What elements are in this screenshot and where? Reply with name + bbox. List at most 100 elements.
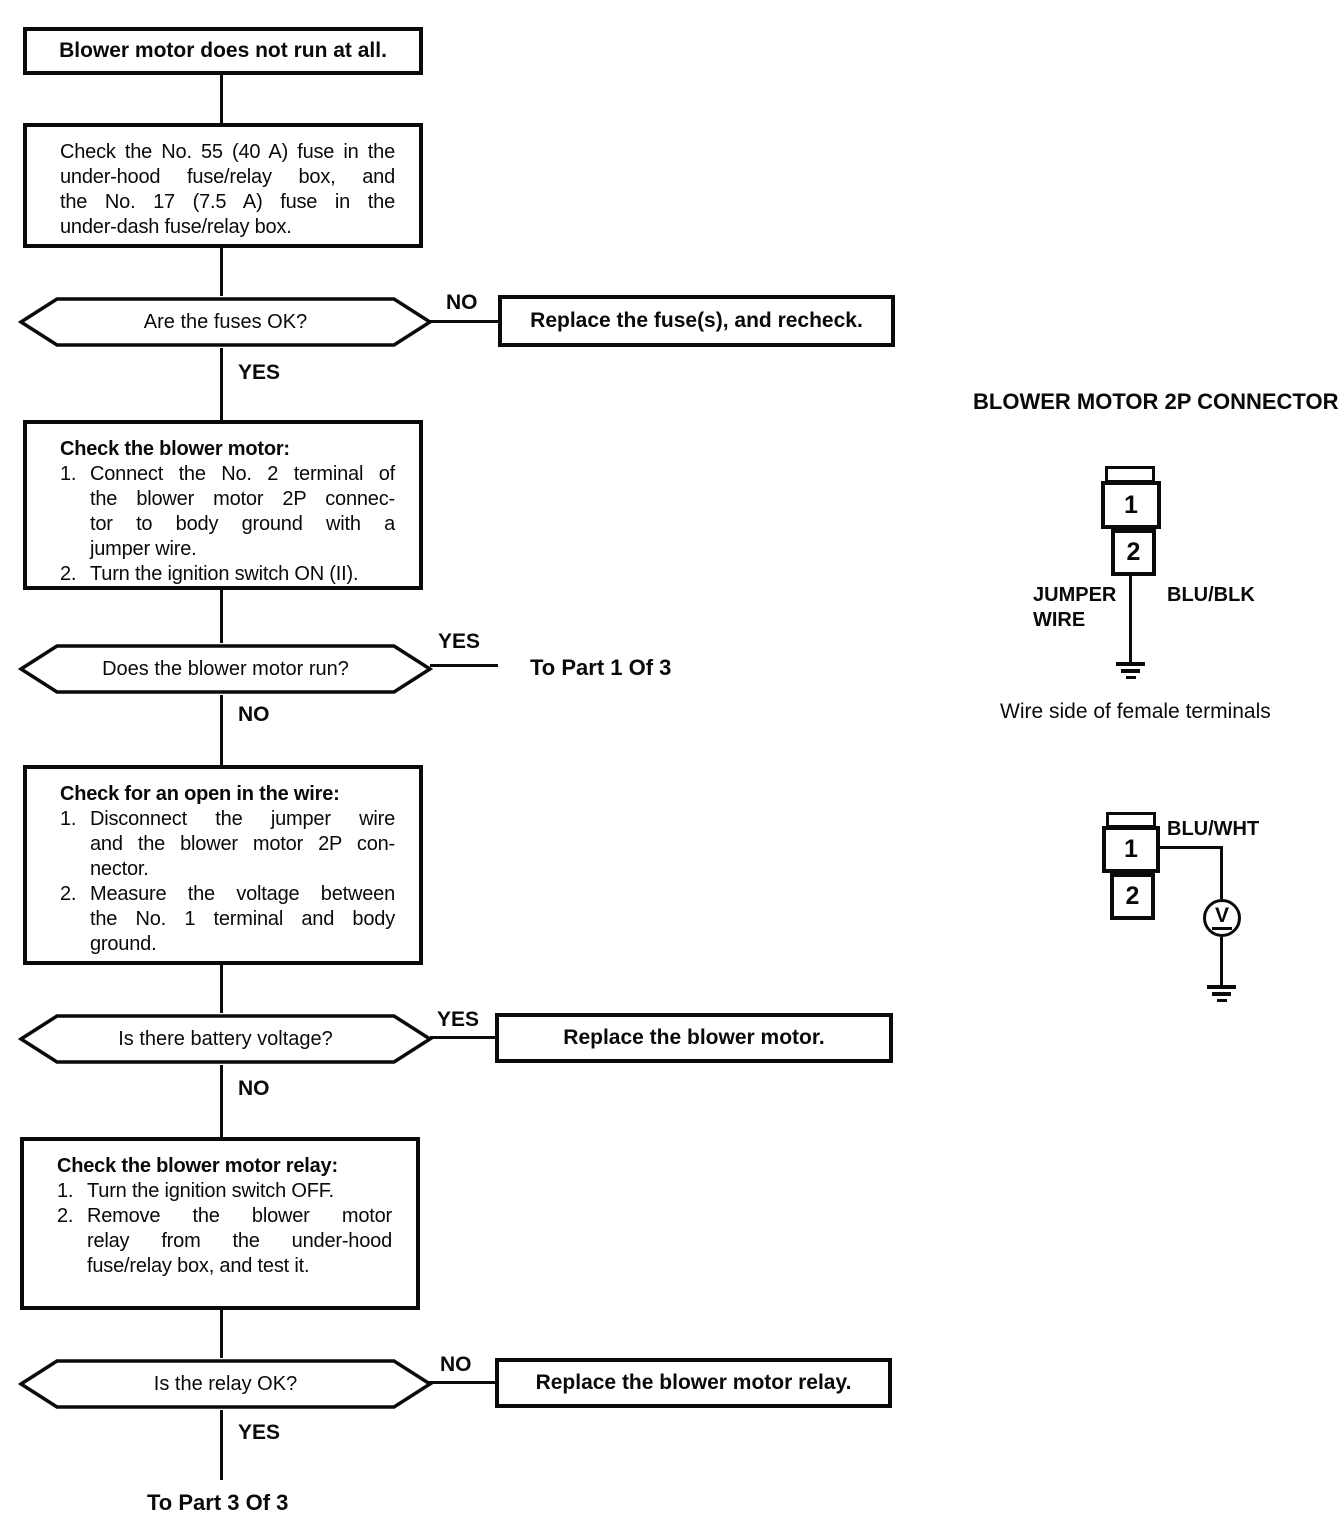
fuse-check-body: Check the No. 55 (40 A) fuse in the unde…: [27, 127, 419, 240]
action-replace-fuses: Replace the fuse(s), and recheck.: [498, 295, 895, 347]
motor-check-box: Check the blower motor: 1. Connect the N…: [23, 420, 423, 590]
decision-text: Is the relay OK?: [153, 1372, 298, 1395]
terminal-1-box: 1: [1101, 481, 1161, 529]
item-line: nector.: [90, 858, 149, 880]
ground-icon: [1207, 985, 1236, 1002]
item-line: ground.: [90, 933, 157, 955]
hexagon-shape: [18, 1014, 433, 1064]
item-line: Remove the blower motor: [87, 1205, 392, 1227]
hexagon-shape: [18, 1359, 433, 1409]
item-line: the blower motor 2P connec-: [90, 488, 395, 510]
no-label: NO: [446, 291, 478, 314]
decision-text: Does the blower motor run?: [102, 657, 349, 680]
jumper-wire-label-line2: WIRE: [1033, 609, 1086, 631]
item-line: Connect the No. 2 terminal of: [90, 463, 395, 485]
action-text: Replace the blower motor.: [563, 1026, 825, 1049]
item-line: the No. 1 terminal and body: [90, 908, 395, 930]
item-number: 1.: [60, 463, 77, 485]
item-number: 1.: [60, 808, 77, 830]
item-number: 2.: [57, 1205, 74, 1227]
yes-label: YES: [238, 361, 281, 384]
terminal-2-box: 2: [1111, 529, 1156, 576]
connector-line: [430, 320, 498, 323]
terminal-number: 2: [1125, 882, 1140, 910]
terminal-1-box: 1: [1102, 826, 1160, 873]
connector-line: [220, 1310, 223, 1358]
action-replace-motor: Replace the blower motor.: [495, 1013, 893, 1063]
motor-check-body: Check the blower motor: 1. Connect the N…: [27, 424, 419, 587]
connector-line: [220, 348, 223, 420]
terminal-number: 1: [1124, 835, 1138, 863]
start-box: Blower motor does not run at all.: [23, 27, 423, 75]
wire-check-box: Check for an open in the wire: 1. Discon…: [23, 765, 423, 965]
step-title: Check the blower motor relay:: [57, 1155, 338, 1177]
terminal-2-box: 2: [1110, 873, 1155, 920]
connector-line: [430, 664, 498, 667]
step-item: 1. Turn the ignition switch OFF.: [57, 1179, 392, 1204]
connector-line: [220, 248, 223, 296]
no-label: NO: [440, 1353, 472, 1376]
action-replace-relay: Replace the blower motor relay.: [495, 1358, 892, 1408]
connector-line: [220, 590, 223, 643]
item-number: 2.: [60, 883, 77, 905]
connector-line: [220, 1065, 223, 1137]
connector-line: [428, 1381, 495, 1384]
step-item: 2. Remove the blower motor relay from th…: [57, 1204, 392, 1279]
connector-line: [220, 695, 223, 765]
step-item: 2. Measure the voltage between the No. 1…: [60, 882, 395, 957]
action-text: Replace the blower motor relay.: [535, 1371, 852, 1394]
yes-label: YES: [238, 1421, 281, 1444]
yes-label: YES: [438, 630, 481, 653]
step-line: under-dash fuse/relay box.: [60, 216, 292, 238]
connector-line: [220, 1410, 223, 1480]
step-title: Check for an open in the wire:: [60, 783, 340, 805]
item-line: jumper wire.: [90, 538, 197, 560]
item-line: fuse/relay box, and test it.: [87, 1255, 310, 1277]
step-item: 1. Connect the No. 2 terminal of the blo…: [60, 462, 395, 562]
test-wire-line: [1160, 846, 1222, 849]
step-line: the No. 17 (7.5 A) fuse in the: [60, 191, 395, 213]
item-number: 2.: [60, 563, 77, 585]
voltmeter-icon: V: [1203, 899, 1241, 937]
decision-text: Are the fuses OK?: [143, 310, 308, 333]
test-wire-line: [1220, 937, 1223, 986]
exit-to-part1: To Part 1 Of 3: [530, 655, 672, 680]
wire-color-label: BLU/BLK: [1167, 584, 1255, 606]
connector-line: [220, 965, 223, 1013]
wire-check-body: Check for an open in the wire: 1. Discon…: [27, 769, 419, 957]
decision-motor-run: Does the blower motor run?: [18, 643, 433, 695]
exit-to-part3: To Part 3 Of 3: [147, 1490, 289, 1515]
step-title: Check the blower motor:: [60, 438, 290, 460]
item-line: Turn the ignition switch ON (II).: [90, 563, 359, 585]
step-line: Check the No. 55 (40 A) fuse in the: [60, 141, 395, 163]
connector-line: [430, 1036, 498, 1039]
relay-check-body: Check the blower motor relay: 1. Turn th…: [24, 1141, 416, 1279]
hexagon-shape: [18, 644, 433, 694]
item-line: and the blower motor 2P con-: [90, 833, 395, 855]
item-number: 1.: [57, 1180, 74, 1202]
step-item: 1. Disconnect the jumper wire and the bl…: [60, 807, 395, 882]
step-item: 2. Turn the ignition switch ON (II).: [60, 562, 395, 587]
action-text: Replace the fuse(s), and recheck.: [530, 309, 863, 332]
test-wire-line: [1220, 846, 1223, 899]
jumper-wire-label-line1: JUMPER: [1033, 584, 1117, 606]
terminal-number: 2: [1126, 538, 1141, 566]
yes-label: YES: [437, 1008, 480, 1031]
decision-battery-voltage: Is there battery voltage?: [18, 1013, 433, 1065]
wire-side-caption: Wire side of female terminals: [1000, 700, 1271, 723]
no-label: NO: [238, 703, 270, 726]
ground-icon: [1116, 662, 1145, 679]
item-line: tor to body ground with a: [90, 513, 395, 535]
relay-check-box: Check the blower motor relay: 1. Turn th…: [20, 1137, 420, 1310]
step-line: under-hood fuse/relay box, and: [60, 166, 395, 188]
connector-panel-title: BLOWER MOTOR 2P CONNECTOR: [973, 389, 1339, 414]
decision-text: Is there battery voltage?: [118, 1027, 333, 1050]
decision-relay-ok: Is the relay OK?: [18, 1358, 433, 1410]
item-line: Turn the ignition switch OFF.: [87, 1180, 334, 1202]
wire-color-label: BLU/WHT: [1167, 818, 1260, 840]
item-line: relay from the under-hood: [87, 1230, 392, 1252]
no-label: NO: [238, 1077, 270, 1100]
item-line: Measure the voltage between: [90, 883, 395, 905]
connector-line: [220, 75, 223, 123]
